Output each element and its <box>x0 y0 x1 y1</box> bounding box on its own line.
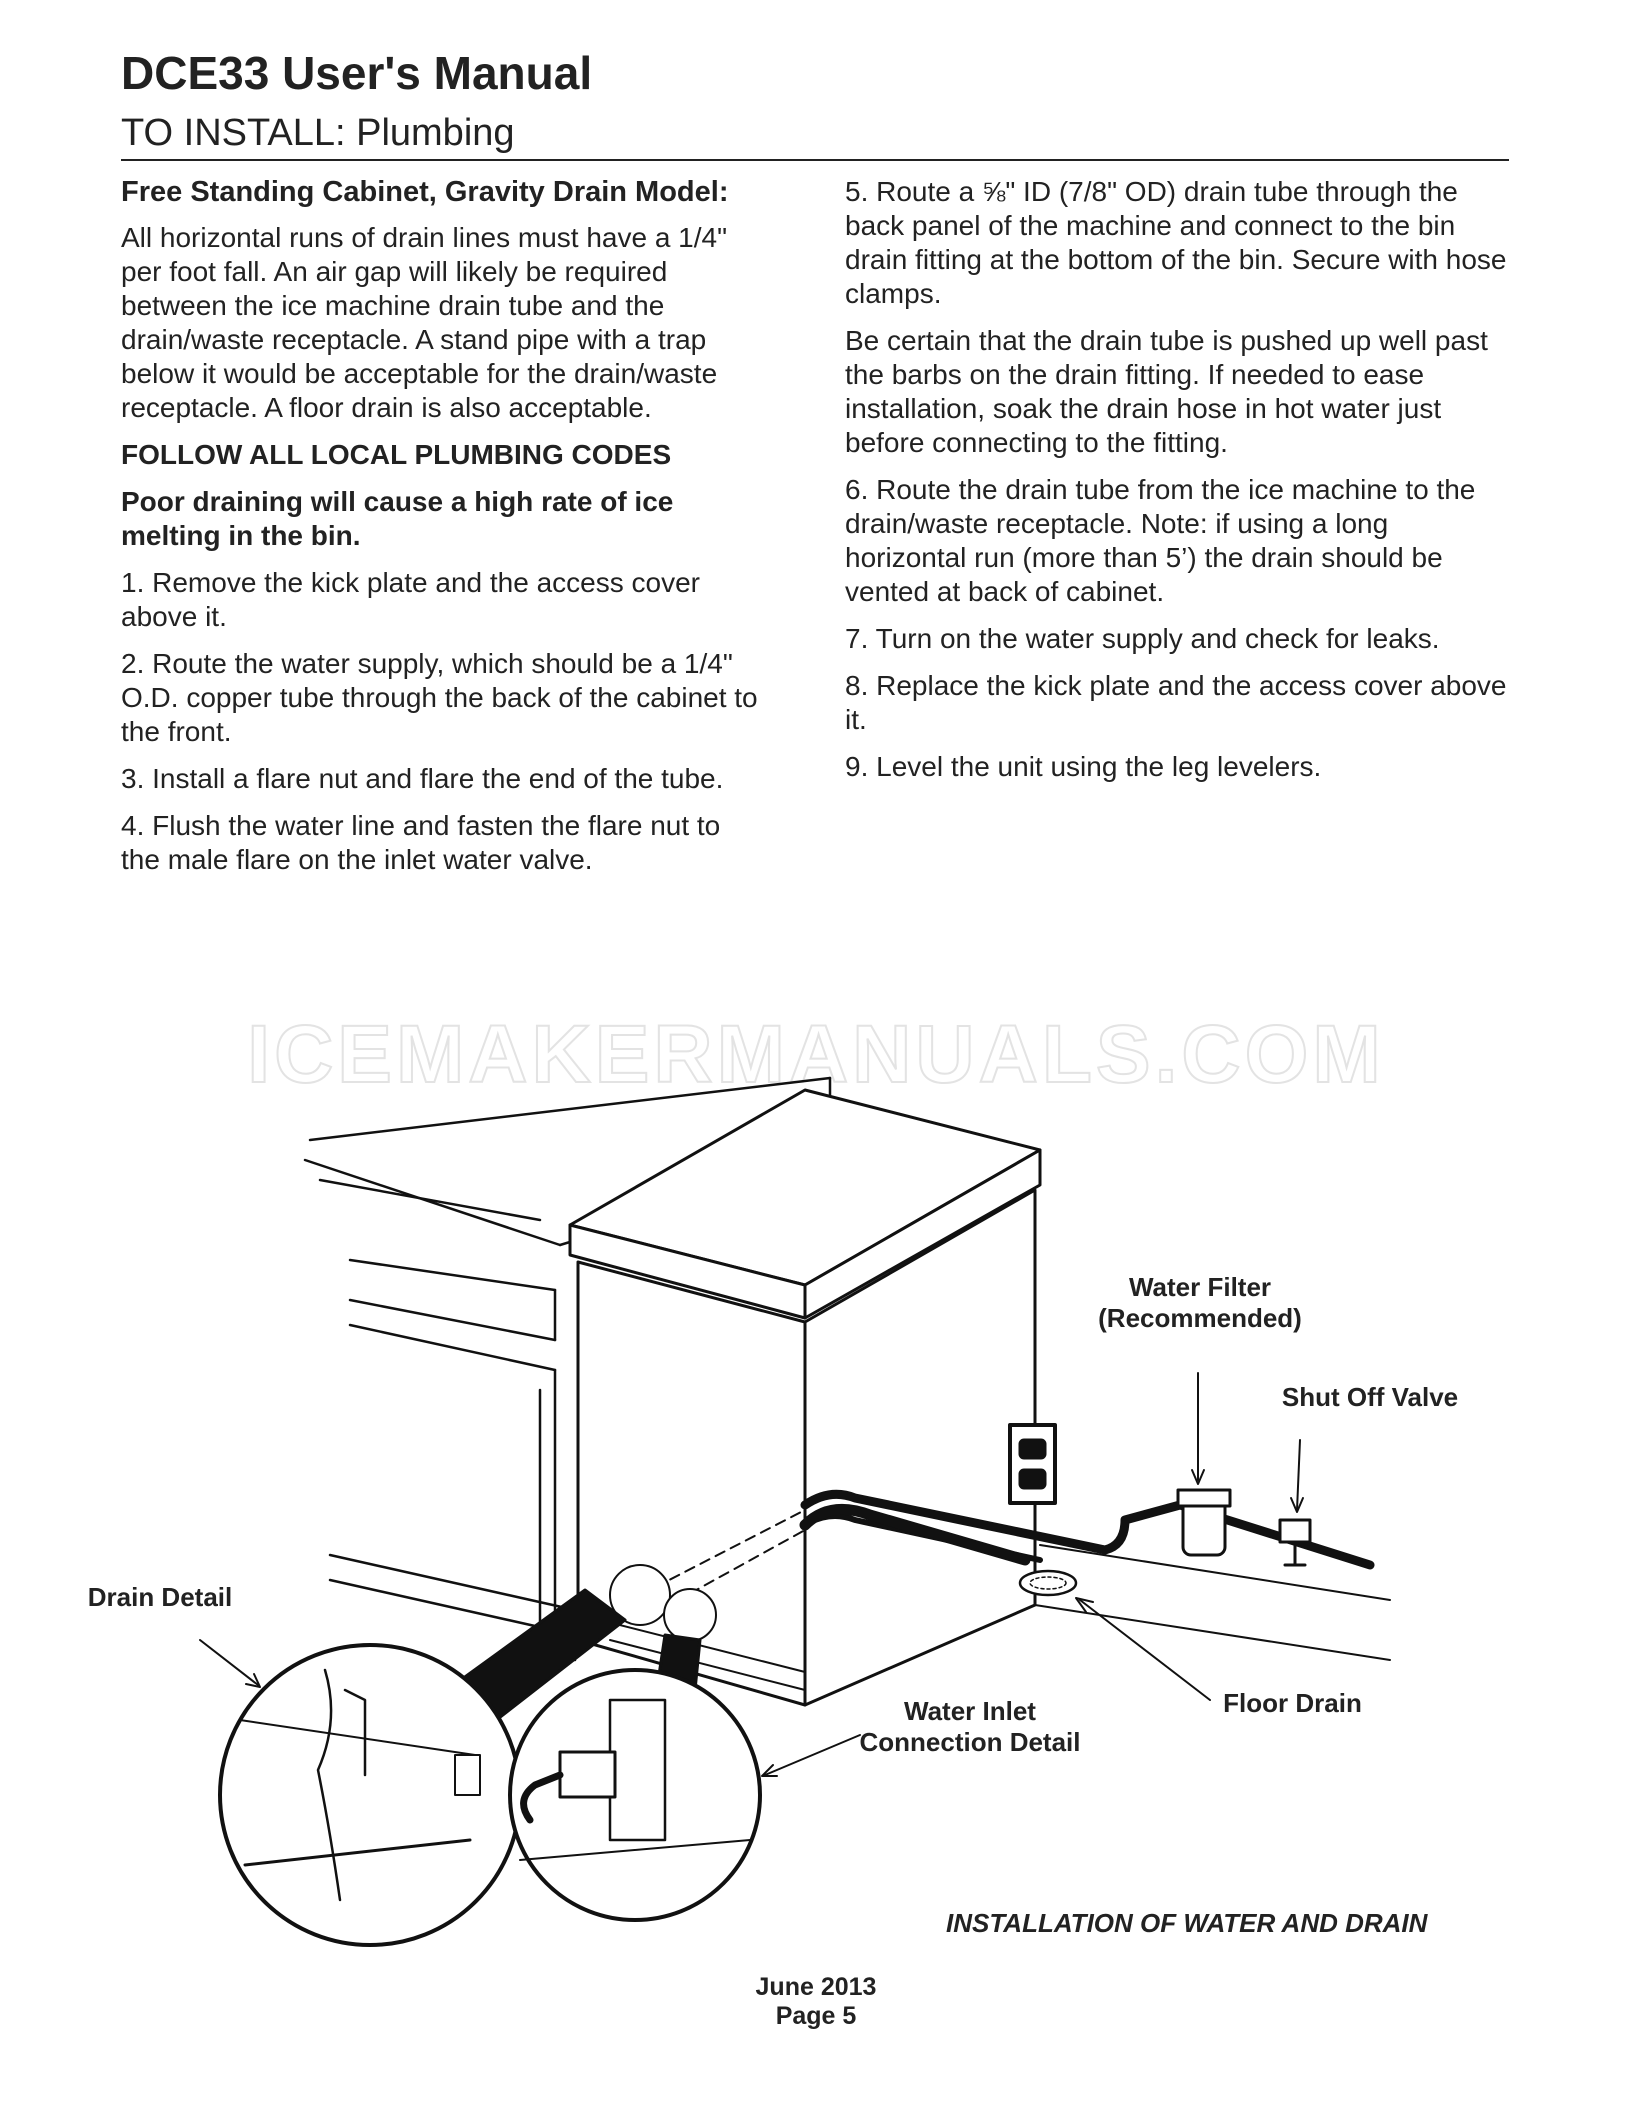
footer-page-number: Page 5 <box>775 2002 857 2030</box>
water-inlet-label: Water Inlet Connection Detail <box>859 1696 1081 1757</box>
floor-drain-label: Floor Drain <box>1223 1688 1362 1718</box>
step-4: 4. Flush the water line and fasten the f… <box>121 810 721 875</box>
drain-detail-label: Drain Detail <box>87 1582 233 1612</box>
counter-cabinets <box>303 1076 832 1662</box>
drain-detail-circle <box>218 1643 522 1947</box>
step-2: 2. Route the water supply, which should … <box>121 648 758 747</box>
figure-caption: INSTALLATION OF WATER AND DRAIN <box>946 1908 1428 1938</box>
intro-paragraph: All horizontal runs of drain lines must … <box>121 222 728 423</box>
step-5: 5. Route a ⅝" ID (7/8" OD) drain tube th… <box>845 176 1507 309</box>
step-1: 1. Remove the kick plate and the access … <box>121 567 700 632</box>
section-title: TO INSTALL: Plumbing <box>121 112 515 154</box>
header-rule <box>121 159 1509 161</box>
installation-diagram <box>199 1076 1391 1947</box>
step-9: 9. Level the unit using the leg levelers… <box>845 751 1322 782</box>
step-3: 3. Install a flare nut and flare the end… <box>121 763 724 794</box>
shut-off-valve-label: Shut Off Valve <box>1281 1382 1459 1412</box>
water-inlet-detail-circle <box>508 1668 762 1922</box>
step-7: 7. Turn on the water supply and check fo… <box>845 623 1440 654</box>
draining-warning: Poor draining will cause a high rate of … <box>121 486 674 551</box>
shut-off-valve-icon <box>1278 1518 1312 1567</box>
leader-arrows <box>199 1372 1304 1777</box>
plumbing-codes-notice: FOLLOW ALL LOCAL PLUMBING CODES <box>121 439 672 470</box>
watermark: ICEMAKERMANUALS.COM <box>246 1008 1385 1101</box>
electrical-outlet <box>1008 1423 1057 1505</box>
footer-date: June 2013 <box>755 1973 877 2001</box>
subsection-heading: Free Standing Cabinet, Gravity Drain Mod… <box>121 176 729 208</box>
page-title: DCE33 User's Manual <box>121 47 593 99</box>
step-6: 6. Route the drain tube from the ice mac… <box>845 474 1476 607</box>
left-column: Free Standing Cabinet, Gravity Drain Mod… <box>121 175 761 890</box>
step-8: 8. Replace the kick plate and the access… <box>845 670 1507 735</box>
floor-drain-icon <box>1018 1569 1078 1597</box>
water-filter-icon <box>1176 1488 1232 1557</box>
right-column: 5. Route a ⅝" ID (7/8" OD) drain tube th… <box>845 175 1515 797</box>
water-filter-label: Water Filter (Recommended) <box>1098 1272 1302 1333</box>
drain-tube <box>799 1503 1031 1566</box>
drain-tube-note: Be certain that the drain tube is pushed… <box>845 325 1488 458</box>
